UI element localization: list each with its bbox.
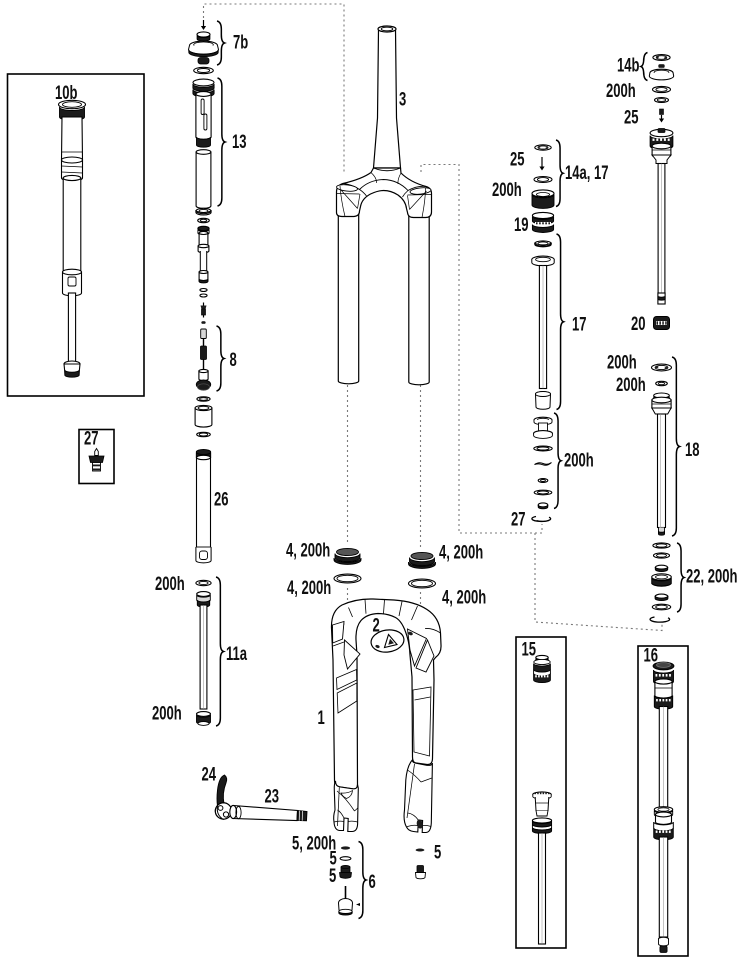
svg-text:4, 200h: 4, 200h bbox=[439, 542, 483, 563]
svg-text:17: 17 bbox=[572, 314, 587, 335]
svg-text:6: 6 bbox=[369, 872, 376, 893]
svg-text:16: 16 bbox=[644, 645, 659, 666]
svg-text:200h: 200h bbox=[564, 450, 594, 471]
svg-text:3: 3 bbox=[399, 89, 406, 110]
svg-text:24: 24 bbox=[202, 764, 217, 785]
svg-text:11a: 11a bbox=[226, 644, 248, 665]
svg-text:5: 5 bbox=[434, 842, 441, 863]
svg-text:14b: 14b bbox=[617, 55, 639, 76]
svg-text:18: 18 bbox=[685, 440, 700, 461]
svg-text:25: 25 bbox=[624, 107, 639, 128]
svg-text:200h: 200h bbox=[152, 703, 182, 724]
svg-text:23: 23 bbox=[265, 786, 280, 807]
svg-text:4, 200h: 4, 200h bbox=[442, 587, 486, 608]
svg-text:200h: 200h bbox=[607, 352, 637, 373]
svg-text:25: 25 bbox=[510, 149, 525, 170]
svg-text:10b: 10b bbox=[55, 83, 77, 104]
svg-text:7b: 7b bbox=[233, 32, 248, 53]
svg-text:27: 27 bbox=[84, 428, 99, 449]
svg-text:8: 8 bbox=[230, 350, 237, 371]
svg-text:13: 13 bbox=[232, 132, 247, 153]
svg-text:14a, 17: 14a, 17 bbox=[565, 163, 609, 184]
svg-text:22, 200h: 22, 200h bbox=[686, 566, 738, 587]
svg-text:4, 200h: 4, 200h bbox=[287, 578, 331, 599]
svg-text:20: 20 bbox=[631, 314, 646, 335]
svg-text:200h: 200h bbox=[616, 375, 646, 396]
svg-text:5: 5 bbox=[330, 848, 337, 869]
svg-text:2: 2 bbox=[373, 615, 380, 636]
svg-text:200h: 200h bbox=[606, 81, 636, 102]
svg-text:5: 5 bbox=[329, 866, 336, 887]
svg-text:5, 200h: 5, 200h bbox=[292, 833, 336, 854]
svg-text:200h: 200h bbox=[492, 180, 522, 201]
svg-text:200h: 200h bbox=[155, 574, 185, 595]
svg-text:4, 200h: 4, 200h bbox=[286, 540, 330, 561]
svg-text:15: 15 bbox=[522, 639, 537, 660]
svg-text:1: 1 bbox=[318, 708, 325, 729]
svg-text:19: 19 bbox=[514, 215, 529, 236]
svg-text:27: 27 bbox=[511, 509, 526, 530]
svg-text:26: 26 bbox=[214, 489, 229, 510]
